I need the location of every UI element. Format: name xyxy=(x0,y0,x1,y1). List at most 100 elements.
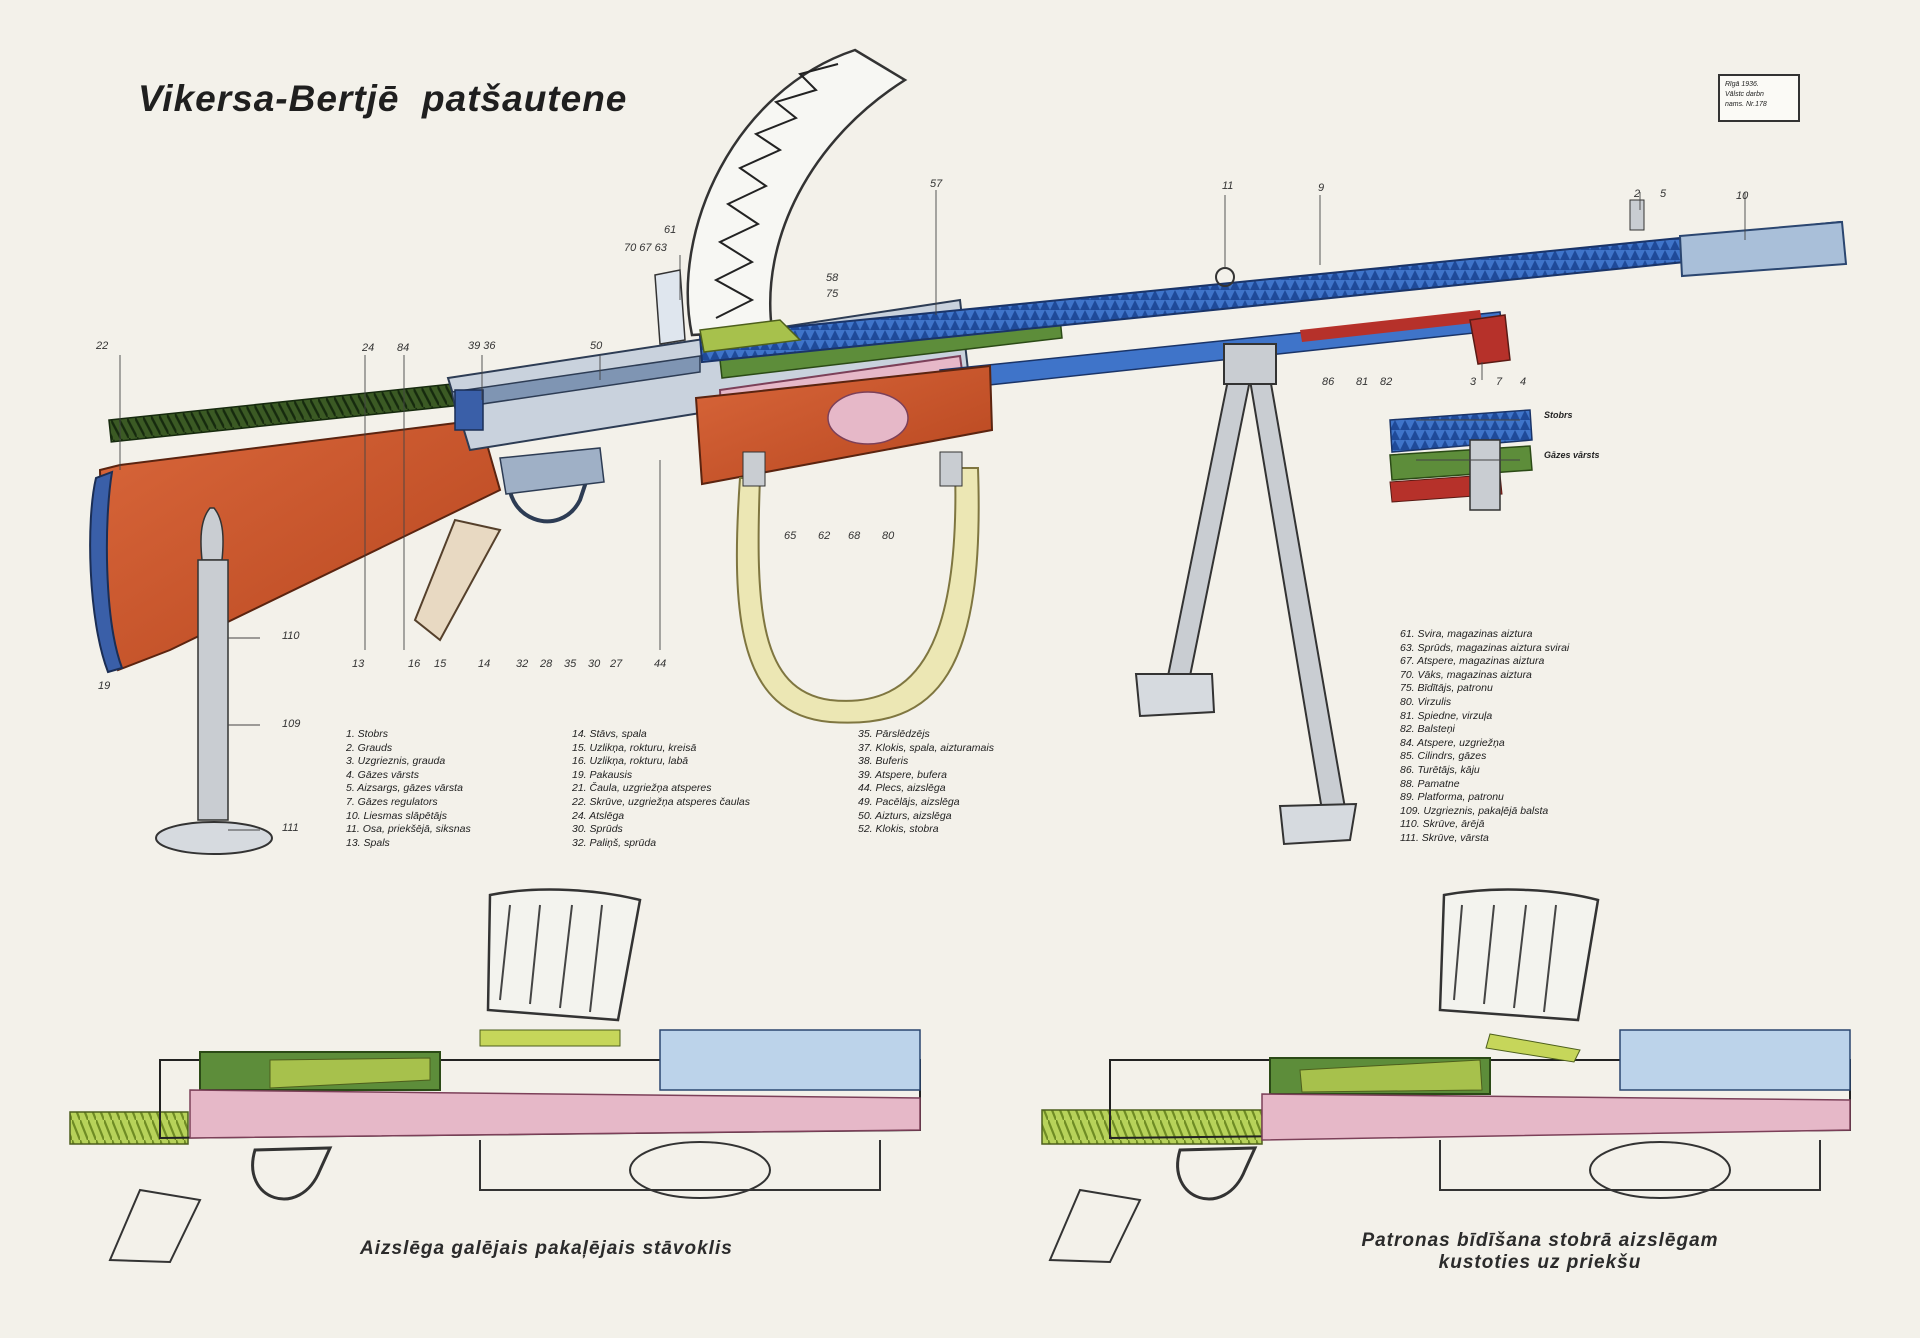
legend-item: 86. Turētājs, kāju xyxy=(1400,763,1480,776)
legend-item: 110. Skrūve, ārējā xyxy=(1400,818,1485,831)
part-number-label: 14 xyxy=(478,658,491,670)
legend-item: 49. Pacēlājs, aizslēga xyxy=(858,795,960,808)
fore-stock-plate xyxy=(827,391,909,445)
legend-column-4: 61. Svira, magazinas aiztura 63. Sprūds,… xyxy=(1400,628,1569,846)
part-number-label: 35 xyxy=(564,658,577,670)
legend-item: 7. Gāzes regulators xyxy=(346,795,438,808)
legend-item: 22. Skrūve, uzgriežņa atsperes čaulas xyxy=(572,795,751,808)
part-number-label: 13 xyxy=(352,658,365,670)
legend-item: 21. Čaula, uzgriežņa atsperes xyxy=(572,782,712,795)
part-number-label: 110 xyxy=(282,630,300,642)
diagram-title: Vikersa-Bertjē patšautene xyxy=(138,78,628,119)
legend-item: 5. Aizsargs, gāzes vārsta xyxy=(346,782,463,795)
legend-item: 24. Atslēga xyxy=(572,809,625,822)
butt-plate xyxy=(89,470,124,674)
leader-lines xyxy=(119,190,1746,831)
legend-item: 89. Platforma, patronu xyxy=(1400,791,1504,804)
trigger-housing xyxy=(499,447,605,495)
legend-item: 111. Skrūve, vārsta xyxy=(1400,831,1489,844)
part-number-label: 22 xyxy=(96,340,109,352)
magazine-latch xyxy=(654,269,686,345)
caption-right-line: Patronas bīdīšana stobrā aizslēgam xyxy=(1361,1230,1719,1251)
legend-column-2: 14. Stāvs, spala 15. Uzlikņa, rokturu, k… xyxy=(572,728,750,850)
part-number-label: 80 xyxy=(882,530,895,542)
part-number-label: 15 xyxy=(434,658,447,670)
magazine-zigzag xyxy=(713,63,839,319)
legend-item: 70. Vāks, magazinas aiztura xyxy=(1400,668,1532,681)
legend-item: 81. Spiedne, virzuļa xyxy=(1400,709,1493,722)
legend-item: 50. Aizturs, aizslēga xyxy=(858,809,952,822)
legend-item: 109. Uzgrieznis, pakaļējā balsta xyxy=(1400,804,1549,817)
legend-item: 4. Gāzes vārsts xyxy=(346,768,419,781)
legend-column-3: 35. Pārslēdzējs 37. Klokis, spala, aiztu… xyxy=(858,728,994,837)
inset-label-barrel: Stobrs xyxy=(1544,410,1573,420)
bipod-foot-right xyxy=(1278,802,1358,846)
legend-item: 19. Pakausis xyxy=(572,768,633,781)
legend-item: 11. Osa, priekšējā, siksnas xyxy=(346,823,471,836)
part-number-label: 86 xyxy=(1322,376,1335,388)
legend-item: 30. Sprūds xyxy=(572,823,623,836)
part-number-label: 81 xyxy=(1356,376,1369,388)
part-number-label: 82 xyxy=(1380,376,1393,388)
sling xyxy=(735,467,980,724)
cartridge-stand xyxy=(155,821,273,855)
section-left-magazine xyxy=(486,888,642,1022)
bipod-leg-right xyxy=(1248,376,1347,812)
part-number-label: 9 xyxy=(1318,182,1325,194)
part-number-label: 2 xyxy=(1634,188,1641,200)
gas-tube-red xyxy=(1300,310,1482,342)
stamp-line: nams. Nr.178 xyxy=(1725,101,1767,108)
part-number-label: 30 xyxy=(588,658,601,670)
legend-item: 82. Balsteņi xyxy=(1400,723,1455,736)
part-number-label: 111 xyxy=(282,822,299,834)
stamp-line: Rīgā 1936. xyxy=(1725,81,1759,88)
part-number-label: 70 67 63 xyxy=(624,242,667,254)
cocking-handle xyxy=(454,389,484,431)
legend-item: 2. Grauds xyxy=(346,741,393,754)
legend-item: 75. Bīdītājs, patronu xyxy=(1400,682,1493,695)
legend-item: 38. Buferis xyxy=(858,755,909,768)
part-number-label: 62 xyxy=(818,530,831,542)
legend-item: 67. Atspere, magazinas aiztura xyxy=(1400,655,1545,668)
part-number-label: 109 xyxy=(282,718,301,730)
part-number-label: 16 xyxy=(408,658,421,670)
part-number-label: 24 xyxy=(362,342,375,354)
section-right-magazine xyxy=(1438,888,1600,1022)
sling-swivel-left xyxy=(742,451,766,487)
legend-item: 10. Liesmas slāpētājs xyxy=(346,809,447,822)
bipod-leg-left xyxy=(1166,379,1252,677)
legend-column-1: 1. Stobrs 2. Grauds 3. Uzgrieznis, graud… xyxy=(346,728,471,850)
part-number-label: 57 xyxy=(930,178,943,190)
inset-gas-detail xyxy=(1389,409,1533,511)
legend-item: 80. Virzulis xyxy=(1400,695,1452,708)
part-number-label: 7 xyxy=(1496,376,1503,388)
cartridge-case xyxy=(197,559,229,821)
section-view-left xyxy=(69,888,921,1264)
part-number-label: 84 xyxy=(397,342,410,354)
legend-item: 15. Uzlikņa, rokturu, kreisā xyxy=(572,741,697,754)
legend-item: 88. Pamatne xyxy=(1400,777,1460,790)
bipod-yoke xyxy=(1223,343,1277,385)
legend-item: 61. Svira, magazinas aiztura xyxy=(1400,628,1533,640)
legend-item: 63. Sprūds, magazinas aiztura svirai xyxy=(1400,641,1570,654)
part-number-label: 4 xyxy=(1520,376,1527,388)
bipod-foot-left xyxy=(1134,673,1216,718)
barrel-muzzle xyxy=(1678,220,1848,278)
part-number-label: 65 xyxy=(784,530,797,542)
magazine-follower xyxy=(699,319,802,353)
pistol-grip xyxy=(413,518,502,642)
part-number-label: 27 xyxy=(610,658,623,670)
part-number-label: 3 xyxy=(1470,376,1477,388)
sling-swivel-right xyxy=(939,451,963,487)
legend-item: 35. Pārslēdzējs xyxy=(858,728,930,740)
part-number-label: 28 xyxy=(540,658,553,670)
part-number-label: 5 xyxy=(1660,188,1667,200)
gas-regulator xyxy=(1469,314,1511,365)
part-number-label: 10 xyxy=(1736,190,1749,202)
stamp-line: Vālstc darbn xyxy=(1725,91,1764,98)
legend-item: 13. Spals xyxy=(346,836,390,849)
caption-right-line: kustoties uz priekšu xyxy=(1438,1252,1642,1273)
legend-item: 44. Plecs, aizslēga xyxy=(858,782,946,795)
legend-item: 32. Paliņš, sprūda xyxy=(572,836,657,849)
legend-item: 3. Uzgrieznis, grauda xyxy=(346,755,446,768)
